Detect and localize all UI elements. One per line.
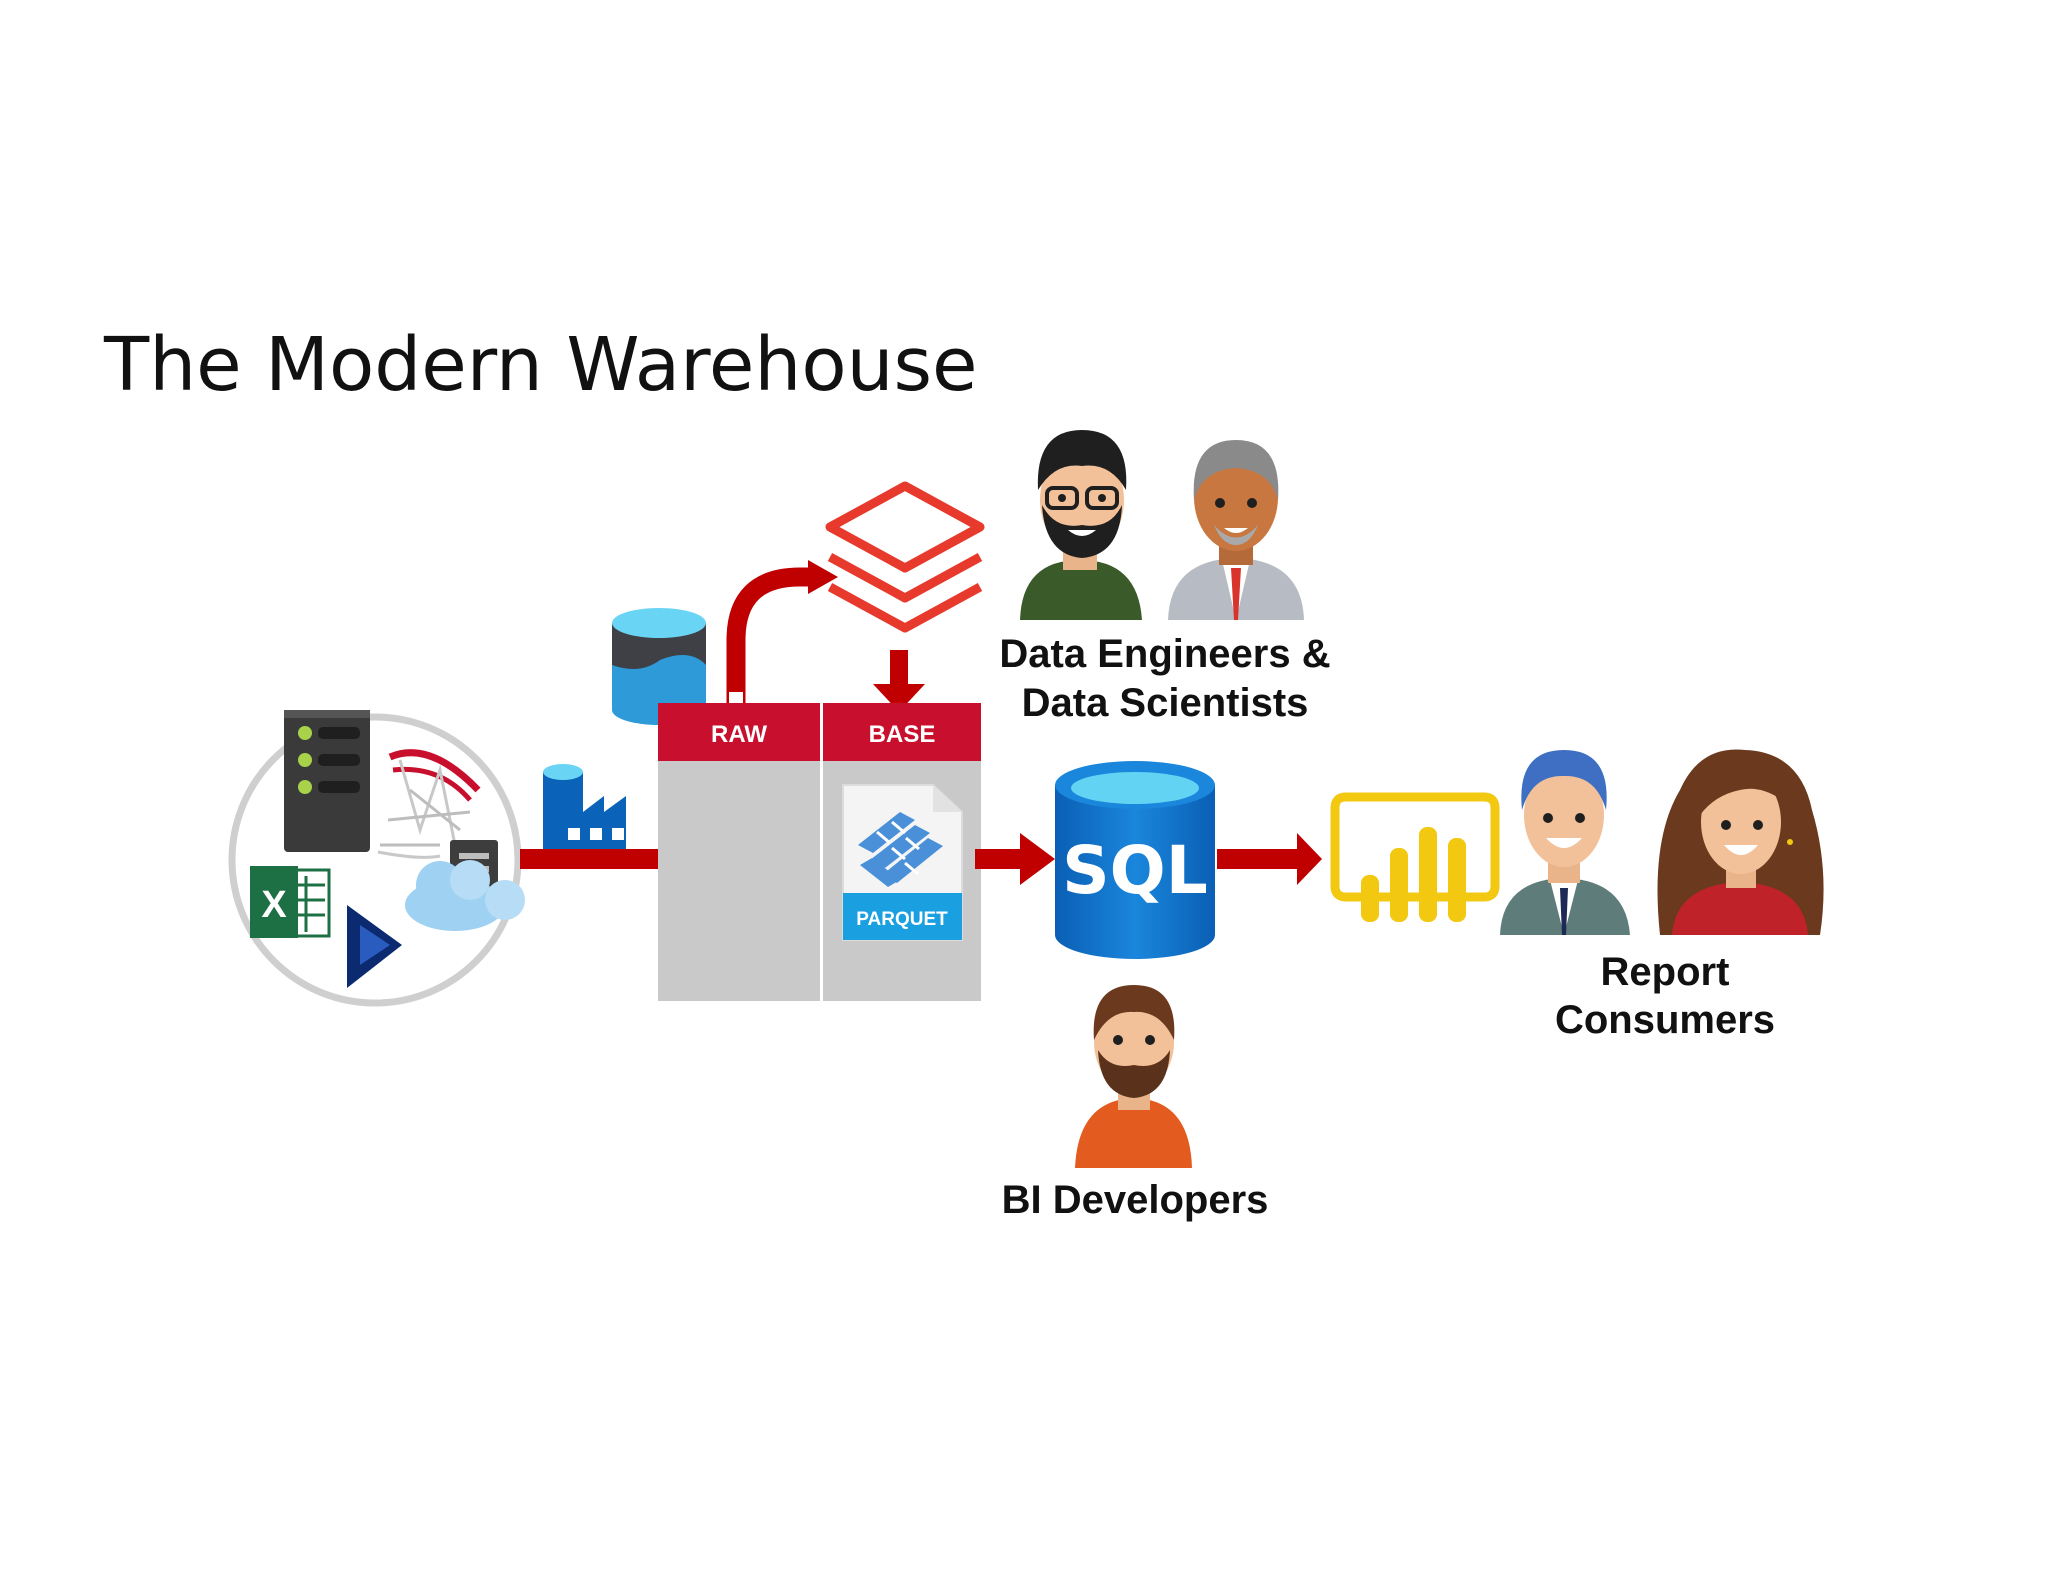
bi-developers-label: BI Developers	[1001, 1178, 1269, 1222]
sql-database-icon: SQL	[1055, 761, 1215, 959]
data-sources-group: X	[228, 710, 525, 1007]
report-consumer-woman-avatar	[1657, 749, 1824, 935]
data-factory-icon	[543, 764, 626, 852]
sql-server-icon	[377, 749, 481, 859]
server-icon	[284, 710, 370, 852]
flow-arrow-raw-to-databricks	[726, 560, 838, 707]
report-consumers-label-line1: Report	[1600, 950, 1730, 994]
data-engineer-avatar	[1020, 430, 1142, 620]
parquet-label: PARQUET	[856, 909, 948, 930]
raw-zone: RAW	[658, 703, 820, 1001]
dynamics-icon	[347, 905, 402, 988]
bi-developer-avatar	[1075, 985, 1192, 1168]
parquet-file-icon: PARQUET	[842, 784, 963, 941]
report-consumers-label-line2: Consumers	[1554, 998, 1776, 1042]
flow-arrow-databricks-to-base	[873, 650, 925, 712]
flow-arrow-lake-to-sql	[975, 833, 1055, 885]
excel-letter: X	[261, 884, 287, 926]
excel-icon: X	[250, 866, 331, 938]
data-lake-icon	[612, 608, 706, 725]
flow-arrow-sql-to-powerbi	[1217, 833, 1322, 885]
sql-label: SQL	[1062, 832, 1208, 909]
cloud-icon	[405, 860, 525, 931]
report-consumer-man-avatar	[1500, 750, 1630, 935]
databricks-icon	[825, 481, 985, 633]
base-label: BASE	[869, 721, 936, 748]
data-scientist-avatar	[1168, 440, 1304, 620]
engineers-label-line2: Data Scientists	[1021, 681, 1309, 725]
power-bi-icon	[1330, 792, 1500, 922]
raw-label: RAW	[711, 721, 767, 748]
engineers-label-line1: Data Engineers &	[999, 632, 1331, 676]
slide-title: The Modern Warehouse	[104, 322, 978, 408]
